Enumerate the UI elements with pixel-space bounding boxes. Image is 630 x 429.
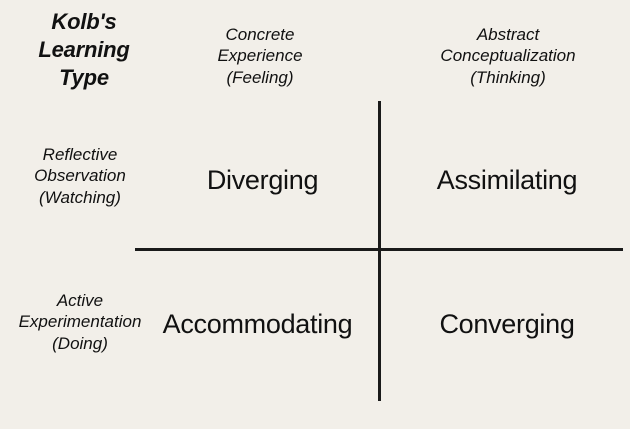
row-header-active-experimentation: Active Experimentation (Doing) — [18, 291, 142, 353]
quadrant-label-assimilating: Assimilating — [436, 165, 578, 195]
quadrant-label-accommodating: Accommodating — [162, 309, 353, 339]
diagram-title: Kolb's Learning Type — [38, 9, 130, 91]
column-header-abstract-conceptualization: Abstract Conceptualization (Thinking) — [440, 25, 576, 87]
column-header-concrete-experience: Concrete Experience (Feeling) — [217, 25, 303, 87]
vertical-divider-line — [378, 101, 381, 401]
quadrant-label-diverging: Diverging — [206, 165, 319, 195]
row-header-reflective-observation: Reflective Observation (Watching) — [34, 145, 126, 207]
quadrant-label-converging: Converging — [439, 309, 575, 339]
horizontal-divider-line — [135, 248, 623, 251]
